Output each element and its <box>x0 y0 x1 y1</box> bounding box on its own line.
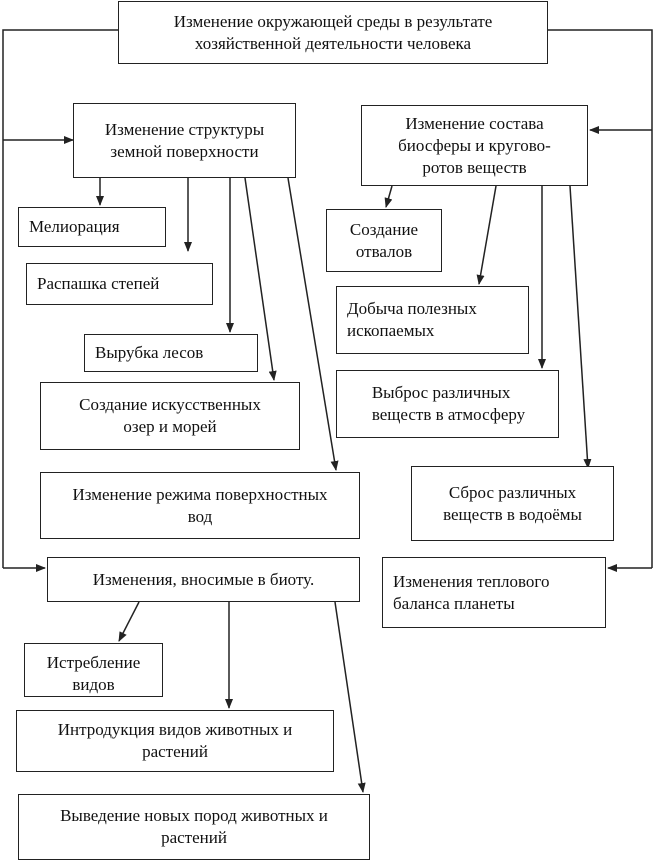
deforestation-box: Вырубка лесов <box>84 334 258 372</box>
arrow-to-extermination <box>118 601 140 642</box>
arrow-to-artificial-lakes <box>244 177 277 381</box>
structure-box: Изменение структуры земной поверхности <box>73 103 296 178</box>
artificial-lakes-box: Создание искусственных озер и морей <box>40 382 300 450</box>
water-regime-box: Изменение режима поверхностных вод <box>40 472 360 539</box>
extermination-box: Истребление видов <box>24 643 163 697</box>
breeding-box: Выведение новых пород животных и растени… <box>18 794 370 860</box>
heat-balance-box: Изменения теплового баланса планеты <box>382 557 606 628</box>
atmosphere-emission-box: Выброс различных веществ в атмосферу <box>336 370 559 438</box>
arrow-to-water-bodies <box>569 185 592 469</box>
connector-root-right <box>548 29 653 568</box>
connector-root-left <box>2 29 118 568</box>
root-box: Изменение окружающей среды в результате … <box>118 1 548 64</box>
steppe-plowing-box: Распашка степей <box>26 263 213 305</box>
water-discharge-box: Сброс различных веществ в водоёмы <box>411 466 614 541</box>
melioration-box: Мелиорация <box>18 207 166 247</box>
arrow-to-dumps <box>384 185 393 208</box>
biota-box: Изменения, вносимые в биоту. <box>47 557 360 602</box>
mining-box: Добыча полезных ископаемых <box>336 286 529 354</box>
composition-box: Изменение состава биосферы и кругово- ро… <box>361 105 588 186</box>
dumps-box: Создание отвалов <box>326 209 442 272</box>
arrow-to-mining <box>476 185 497 285</box>
introduction-box: Интродукция видов животных и растений <box>16 710 334 772</box>
arrow-to-breeding <box>334 601 366 793</box>
arrow-to-water-regime <box>287 177 339 471</box>
